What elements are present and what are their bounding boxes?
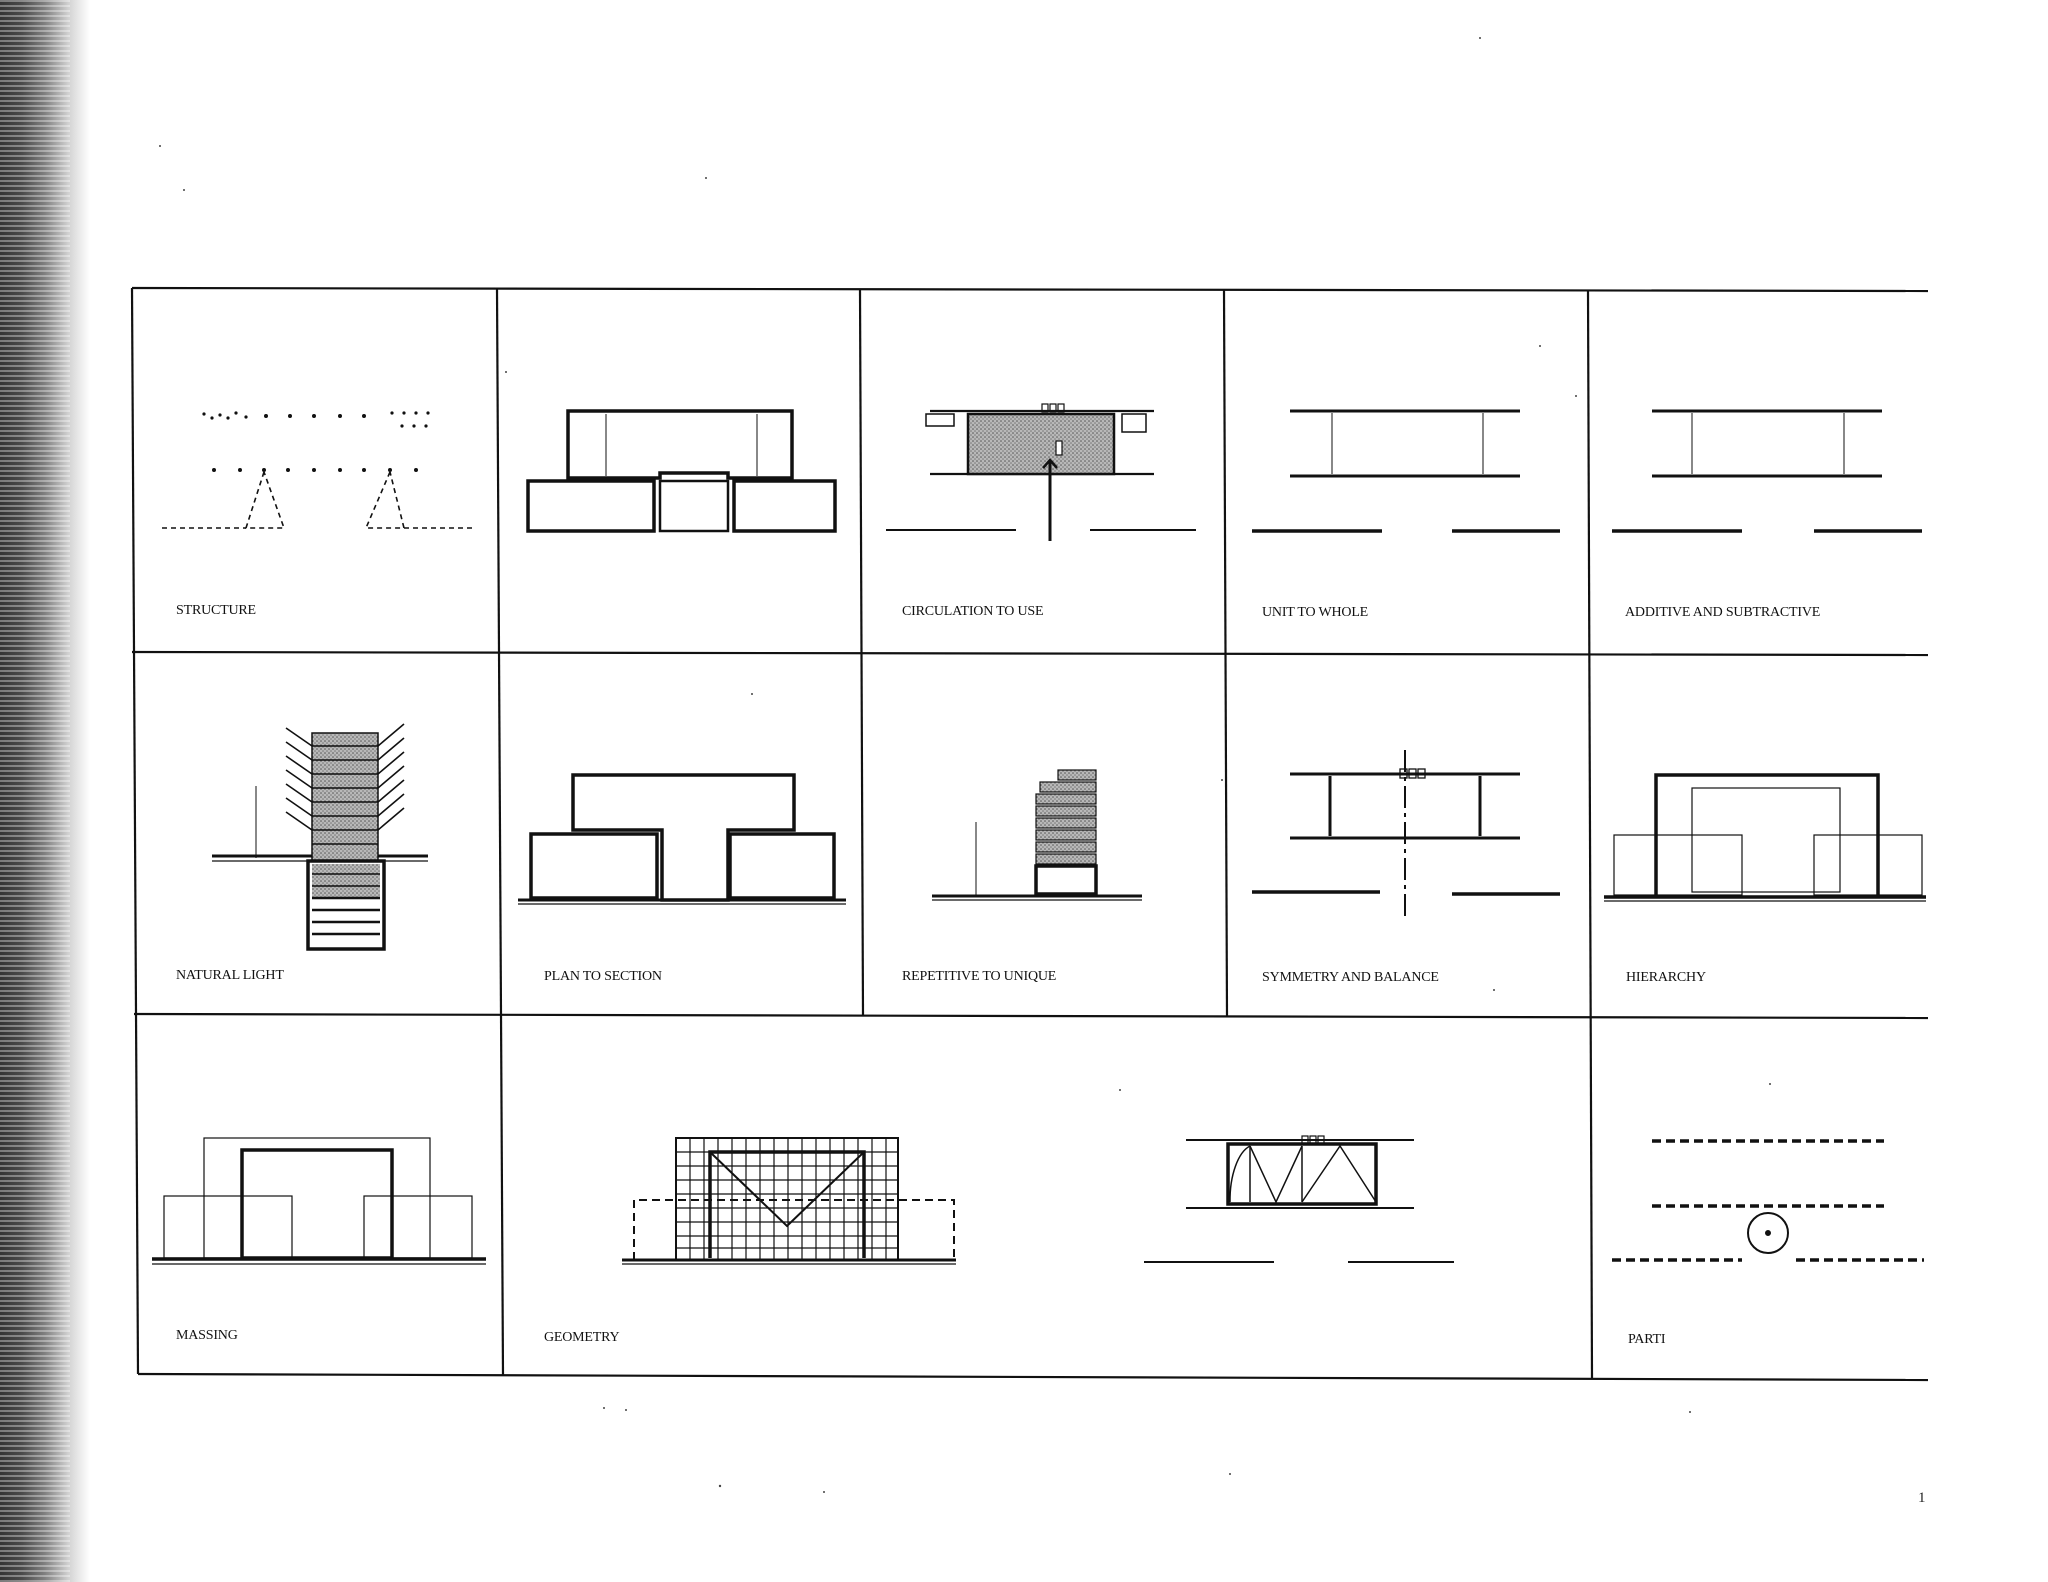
geometry-plan-drawing <box>1144 1135 1454 1263</box>
additive-subtractive-drawing <box>1612 409 1922 533</box>
label-geometry: GEOMETRY <box>544 1330 620 1345</box>
label-natural-light: NATURAL LIGHT <box>176 968 284 983</box>
label-hierarchy: HIERARCHY <box>1626 970 1706 985</box>
label-repetitive-to-unique: REPETITIVE TO UNIQUE <box>902 969 1057 984</box>
natural-light-drawing <box>212 723 428 951</box>
scan-specks <box>159 37 1771 1493</box>
massing-drawing <box>152 1137 486 1265</box>
scan-noise-edge <box>0 0 70 1582</box>
label-unit-to-whole: UNIT TO WHOLE <box>1262 605 1369 620</box>
circulation-drawing <box>886 403 1196 541</box>
label-parti: PARTI <box>1628 1332 1666 1347</box>
parti-drawing <box>1612 1139 1924 1262</box>
label-additive-and-subtractive: ADDITIVE AND SUBTRACTIVE <box>1625 605 1821 620</box>
label-plan-to-section: PLAN TO SECTION <box>544 969 662 984</box>
scan-shadow-edge <box>0 0 90 1582</box>
label-circulation-to-use: CIRCULATION TO USE <box>902 604 1044 619</box>
unit-to-whole-drawing <box>1252 409 1560 533</box>
label-symmetry-and-balance: SYMMETRY AND BALANCE <box>1262 970 1439 985</box>
label-structure: STRUCTURE <box>176 603 256 618</box>
plan-to-section-section <box>518 773 846 905</box>
structure-drawing <box>202 411 430 472</box>
label-massing: MASSING <box>176 1328 238 1343</box>
symmetry-balance-drawing <box>1252 750 1560 920</box>
structure-triangles <box>162 471 474 529</box>
plan-to-section-plan <box>526 409 837 533</box>
repetitive-to-unique-drawing <box>932 769 1142 901</box>
hierarchy-drawing <box>1604 773 1926 902</box>
geometry-grid-drawing <box>622 1137 956 1265</box>
grid-frame <box>130 286 1929 1382</box>
page-number: 1 <box>1918 1490 1926 1506</box>
